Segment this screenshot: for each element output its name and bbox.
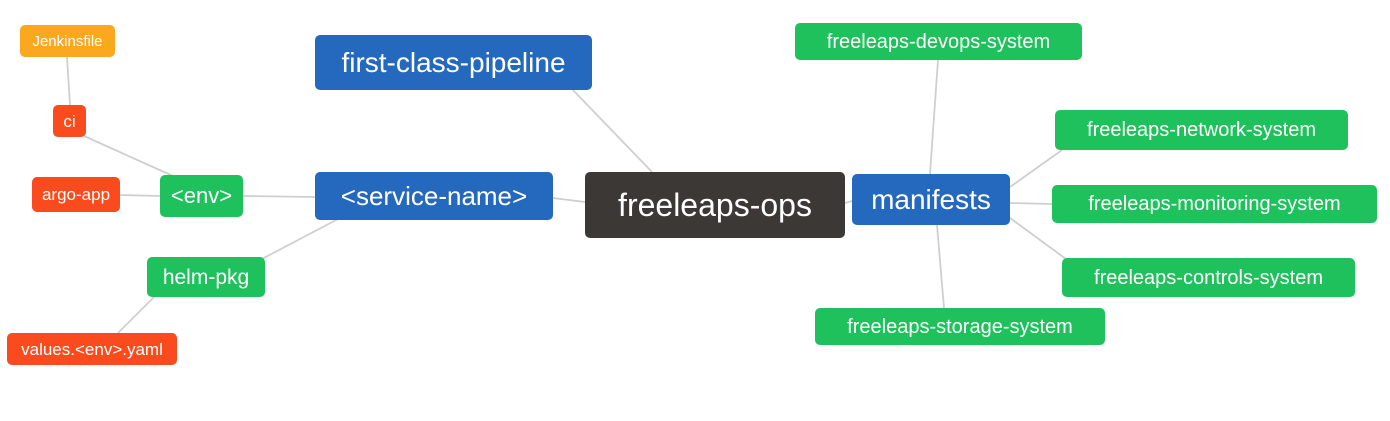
edge-freeleaps-devops-system-to-manifests bbox=[929, 59, 939, 175]
node-freeleaps-network-system[interactable]: freeleaps-network-system bbox=[1055, 110, 1348, 150]
edge-helm-pkg-to-service-name bbox=[259, 218, 339, 261]
node-env[interactable]: <env> bbox=[160, 175, 243, 217]
node-jenkinsfile[interactable]: Jenkinsfile bbox=[20, 25, 115, 57]
node-argo-app[interactable]: argo-app bbox=[32, 177, 120, 212]
edge-manifests-to-freeleaps-controls-system bbox=[1009, 217, 1067, 260]
edge-helm-pkg-to-values-env-yaml bbox=[117, 295, 156, 334]
node-freeleaps-monitoring-system[interactable]: freeleaps-monitoring-system bbox=[1052, 185, 1377, 223]
edge-service-name-to-freeleaps-ops bbox=[552, 197, 586, 203]
node-manifests[interactable]: manifests bbox=[852, 174, 1010, 225]
node-values-env-yaml[interactable]: values.<env>.yaml bbox=[7, 333, 177, 365]
node-ci[interactable]: ci bbox=[53, 105, 86, 137]
edge-argo-app-to-env bbox=[119, 194, 161, 197]
node-freeleaps-controls-system[interactable]: freeleaps-controls-system bbox=[1062, 258, 1355, 297]
edge-ci-to-env bbox=[83, 135, 174, 177]
edge-env-to-service-name bbox=[242, 195, 316, 198]
node-freeleaps-devops-system[interactable]: freeleaps-devops-system bbox=[795, 23, 1082, 60]
node-first-class-pipeline[interactable]: first-class-pipeline bbox=[315, 35, 592, 90]
node-freeleaps-storage-system[interactable]: freeleaps-storage-system bbox=[815, 308, 1105, 345]
edge-manifests-to-freeleaps-network-system bbox=[1009, 149, 1063, 188]
node-freeleaps-ops[interactable]: freeleaps-ops bbox=[585, 172, 845, 238]
node-helm-pkg[interactable]: helm-pkg bbox=[147, 257, 265, 297]
edge-manifests-to-freeleaps-storage-system bbox=[936, 224, 945, 309]
edge-manifests-to-freeleaps-monitoring-system bbox=[1009, 202, 1053, 205]
edge-jenkinsfile-to-ci bbox=[66, 56, 71, 106]
edge-first-class-pipeline-to-freeleaps-ops bbox=[571, 88, 653, 173]
edge-freeleaps-ops-to-manifests bbox=[844, 200, 853, 204]
node-service-name[interactable]: <service-name> bbox=[315, 172, 553, 220]
